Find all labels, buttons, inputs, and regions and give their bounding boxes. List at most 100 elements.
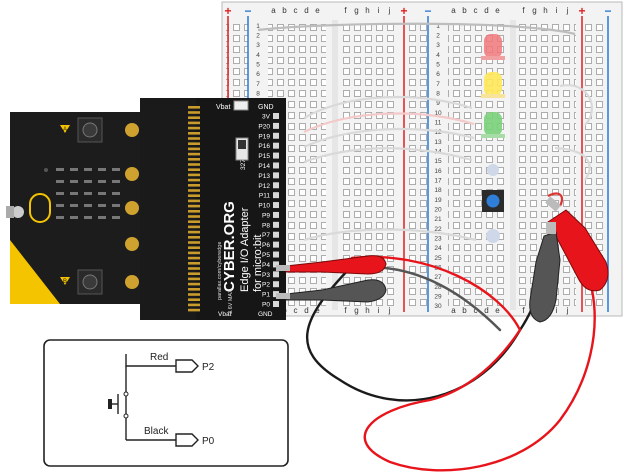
column-letter: e	[315, 6, 320, 15]
column-letter: c	[294, 6, 298, 15]
matrix-led	[70, 204, 78, 207]
row-number: 30	[434, 303, 442, 310]
adapter-pin-label: P3	[262, 272, 270, 279]
adapter-voltage-note: 3.6V MAX	[228, 289, 234, 314]
edge-connector-slot	[140, 98, 200, 320]
pushbutton	[482, 190, 504, 212]
adapter-bottom-gnd: GND	[258, 311, 273, 318]
edge-contact	[188, 173, 200, 177]
matrix-led	[112, 216, 120, 219]
column-letter: d	[304, 306, 308, 315]
matrix-led	[56, 204, 64, 207]
edge-contact	[188, 241, 200, 244]
edge-contact	[188, 184, 200, 187]
red-jumper	[547, 192, 564, 207]
edge-io-adapter: 3VP20P19P16P15P14P13P12P11P10P9P8P7P6P5P…	[140, 98, 286, 320]
edge-contact	[188, 142, 200, 145]
adapter-vbat-label: Vbat	[216, 104, 230, 111]
row-number: 2	[436, 33, 440, 40]
row-number: 16	[434, 168, 442, 175]
rail-plus-sign: +	[400, 4, 407, 18]
gray-wire	[303, 127, 475, 149]
schematic-black-label: Black	[144, 426, 169, 437]
schematic-p0-label: P0	[202, 436, 215, 447]
row-number: 7	[436, 81, 440, 88]
row-number: 4	[436, 52, 440, 59]
column-letter: i	[378, 6, 380, 15]
column-letter: f	[344, 6, 347, 15]
header-pin	[273, 182, 279, 189]
column-letter: a	[451, 306, 456, 315]
row-number: 10	[434, 110, 442, 117]
row-number: 22	[434, 226, 442, 233]
column-letter: a	[451, 6, 456, 15]
edge-contact	[188, 137, 200, 140]
column-letter: h	[365, 6, 369, 15]
led-matrix	[56, 168, 120, 219]
column-letter: e	[495, 6, 500, 15]
rail-minus-sign: −	[244, 4, 251, 18]
header-pin	[273, 251, 279, 258]
edge-contact	[188, 246, 200, 249]
column-letter: i	[378, 306, 380, 315]
row-number: 27	[434, 274, 442, 281]
column-letter: j	[566, 306, 569, 315]
edge-contact	[188, 272, 200, 275]
edge-contact	[188, 215, 200, 218]
column-letter: i	[556, 306, 558, 315]
edge-contact	[188, 111, 200, 114]
edge-contact	[188, 126, 200, 130]
rail-minus-sign: −	[424, 4, 431, 18]
led-red	[481, 34, 505, 60]
edge-contact	[188, 189, 200, 192]
adapter-pin-label: P4	[262, 262, 270, 269]
row-number: 3	[256, 42, 260, 49]
row-number: 29	[434, 294, 442, 301]
row-number: 6	[256, 71, 260, 78]
left-center-channel	[332, 20, 338, 310]
edge-contact	[188, 308, 200, 312]
row-number: 8	[256, 91, 260, 98]
matrix-led	[84, 216, 92, 219]
adapter-pin-label: P10	[258, 203, 270, 210]
row-number: 13	[434, 139, 442, 146]
row-number: 1	[256, 23, 260, 30]
column-letter: f	[522, 306, 525, 315]
gray-wire	[559, 84, 593, 126]
header-pin	[273, 142, 279, 149]
adapter-pin-labels: 3VP20P19P16P15P14P13P12P11P10P9P8P7P6P5P…	[258, 113, 279, 309]
edge-contact	[188, 267, 200, 270]
column-letter: a	[271, 6, 276, 15]
row-number: 5	[256, 62, 260, 69]
adapter-pin-label: P7	[262, 232, 270, 239]
led-green	[481, 112, 505, 138]
schematic-box: Red P2 Black P0	[43, 339, 289, 467]
microbit-yellow-corner	[10, 240, 60, 304]
row-number: 18	[434, 187, 442, 194]
matrix-led	[98, 204, 106, 207]
edge-contact	[188, 147, 200, 151]
column-letter: c	[294, 306, 298, 315]
header-pin	[273, 132, 279, 139]
column-letter: i	[556, 6, 558, 15]
column-letter: j	[566, 6, 569, 15]
red-alligator-clip-left	[276, 255, 387, 275]
button-a	[82, 122, 98, 138]
adapter-pin-label: P2	[262, 282, 270, 289]
adapter-brand: CYBER.ORG	[221, 201, 238, 292]
pink-wire	[303, 112, 475, 133]
column-letter: b	[462, 6, 467, 15]
column-letter: b	[462, 306, 467, 315]
column-letter: g	[354, 306, 358, 315]
microbit: A B	[6, 112, 140, 304]
matrix-led	[70, 192, 78, 195]
edge-contact	[188, 168, 200, 171]
adapter-pin-label: P12	[258, 183, 270, 190]
gray-wire	[303, 228, 477, 242]
edge-contact	[188, 262, 200, 265]
edge-contact	[188, 204, 200, 208]
column-letter: c	[474, 306, 478, 315]
schematic-red-label: Red	[150, 352, 168, 363]
row-number: 28	[434, 284, 442, 291]
adapter-pin-label: P20	[258, 123, 270, 130]
